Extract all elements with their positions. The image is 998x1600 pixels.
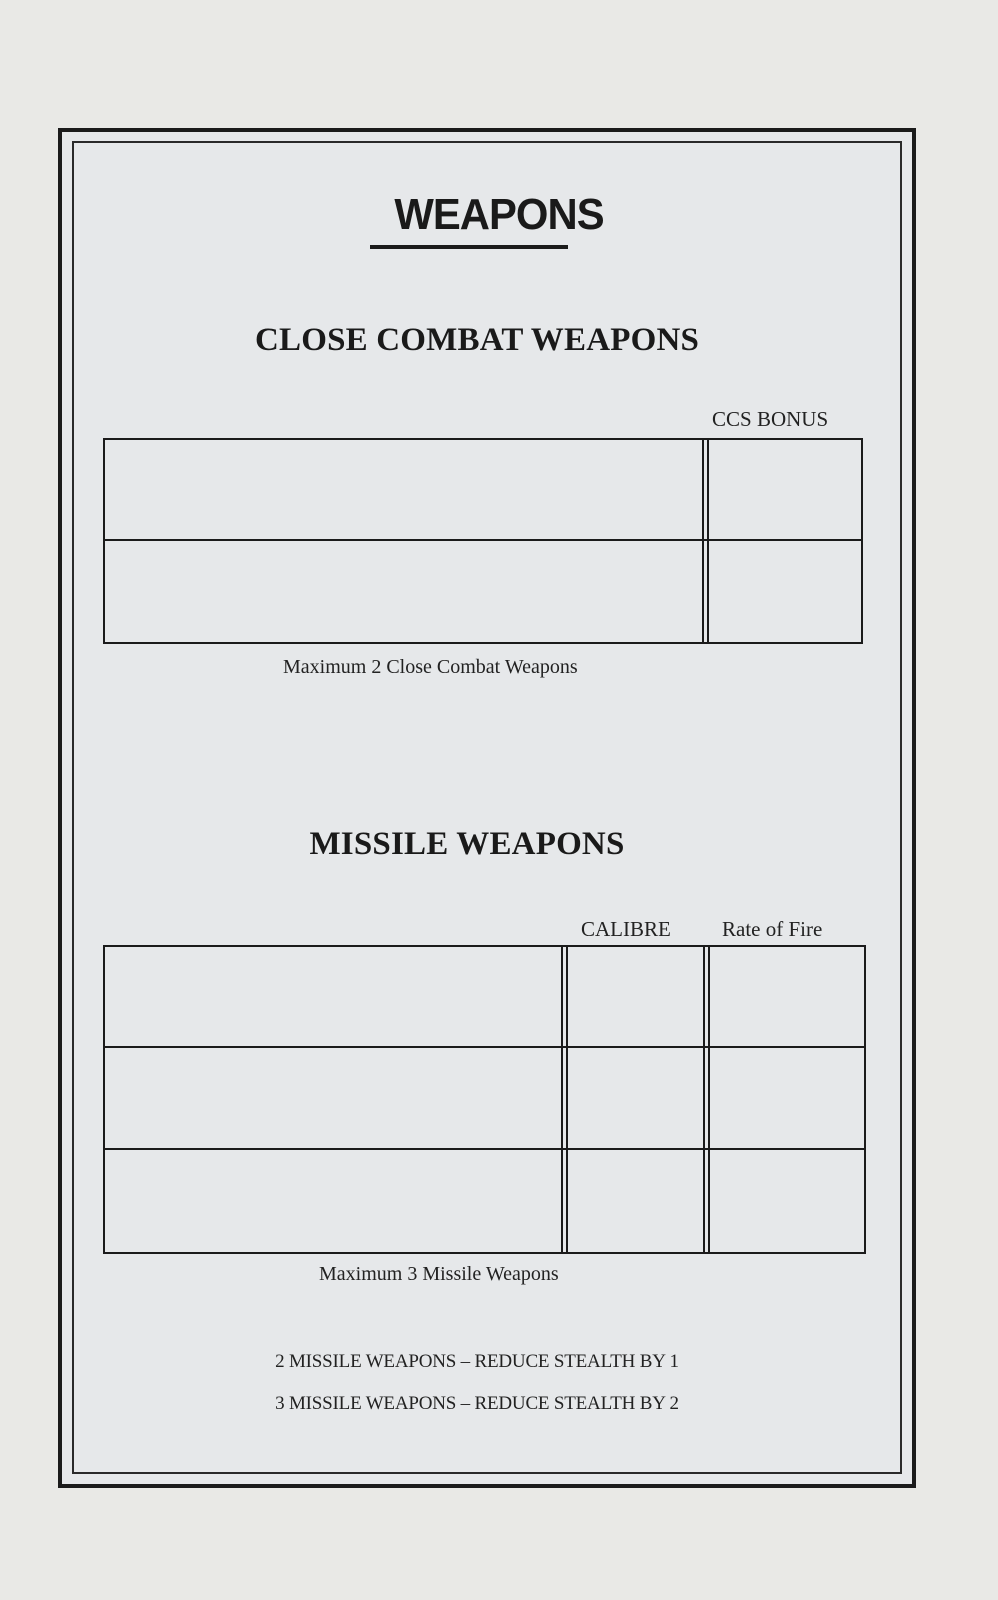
page-border-inner bbox=[72, 141, 902, 1474]
title-underline bbox=[370, 245, 568, 249]
close-combat-row-divider bbox=[105, 539, 861, 541]
close-combat-weapon-cell-2[interactable] bbox=[105, 541, 701, 642]
missile-weapon-cell-2[interactable] bbox=[105, 1048, 560, 1148]
page-border-outer bbox=[58, 128, 916, 1488]
missile-row-divider-2 bbox=[105, 1148, 864, 1150]
ccs-bonus-label: CCS BONUS bbox=[712, 407, 829, 431]
close-combat-heading: CLOSE COMBAT WEAPONS bbox=[254, 322, 700, 358]
close-combat-table bbox=[103, 438, 863, 644]
missile-weapons-table bbox=[103, 945, 866, 1254]
missile-weapons-heading: MISSILE WEAPONS bbox=[309, 826, 625, 862]
missile-row-divider-1 bbox=[105, 1046, 864, 1048]
missile-calibre-cell-2[interactable] bbox=[568, 1048, 702, 1148]
missile-rate-cell-3[interactable] bbox=[710, 1150, 864, 1252]
missile-column-divider-2 bbox=[703, 947, 710, 1252]
close-combat-weapon-cell-1[interactable] bbox=[105, 440, 701, 539]
missile-rate-cell-2[interactable] bbox=[710, 1048, 864, 1148]
calibre-label: CALIBRE bbox=[581, 917, 671, 941]
close-combat-note: Maximum 2 Close Combat Weapons bbox=[283, 656, 578, 678]
missile-weapon-cell-1[interactable] bbox=[105, 947, 560, 1046]
missile-column-divider-1 bbox=[561, 947, 568, 1252]
stealth-rule-1: 2 MISSILE WEAPONS – REDUCE STEALTH BY 1 bbox=[275, 1351, 679, 1372]
missile-calibre-cell-1[interactable] bbox=[568, 947, 702, 1046]
missile-rate-cell-1[interactable] bbox=[710, 947, 864, 1046]
page-title: WEAPONS bbox=[394, 190, 604, 239]
close-combat-bonus-cell-1[interactable] bbox=[709, 440, 861, 539]
close-combat-bonus-cell-2[interactable] bbox=[709, 541, 861, 642]
missile-calibre-cell-3[interactable] bbox=[568, 1150, 702, 1252]
close-combat-column-divider bbox=[702, 440, 709, 642]
rate-of-fire-label: Rate of Fire bbox=[722, 917, 823, 941]
missile-weapon-cell-3[interactable] bbox=[105, 1150, 560, 1252]
missile-note: Maximum 3 Missile Weapons bbox=[319, 1263, 559, 1285]
stealth-rule-2: 3 MISSILE WEAPONS – REDUCE STEALTH BY 2 bbox=[275, 1393, 679, 1414]
